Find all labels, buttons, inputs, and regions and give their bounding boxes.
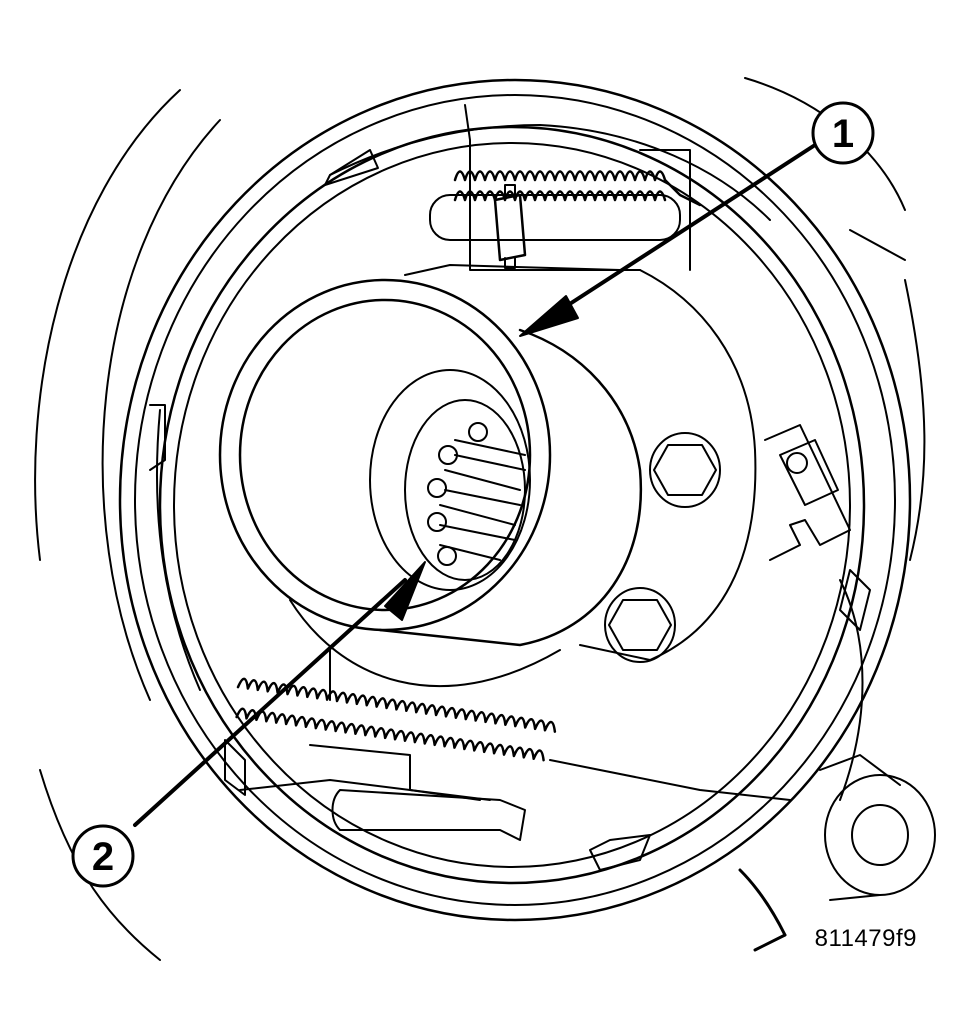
callout-1-number: 1 (832, 112, 854, 156)
rotor-outline (34, 77, 926, 961)
upper-bolt (649, 432, 721, 508)
callout-2-arrowhead (384, 561, 426, 621)
bearing-outer-ring (218, 278, 643, 647)
needle-rollers (427, 422, 526, 566)
upper-spring (453, 170, 702, 207)
callout-1-leader (543, 143, 817, 322)
brake-shoes (149, 124, 871, 871)
callout-1: 1 (811, 101, 875, 165)
figure-id: 811479f9 (814, 925, 917, 952)
lower-strut (239, 744, 526, 841)
hub-flange (289, 264, 757, 701)
hold-down-clip (764, 424, 851, 561)
anchor-pin (819, 754, 936, 901)
callout-1-arrowhead (519, 295, 579, 337)
bearing-inner-race (369, 369, 531, 591)
callout-2: 2 (71, 824, 135, 888)
upper-adjuster (429, 104, 691, 271)
lower-springs (235, 677, 791, 801)
callout-2-number: 2 (92, 835, 114, 879)
callout-2-leader (133, 578, 407, 827)
lower-bolt (604, 587, 676, 663)
backing-plate (118, 78, 912, 922)
